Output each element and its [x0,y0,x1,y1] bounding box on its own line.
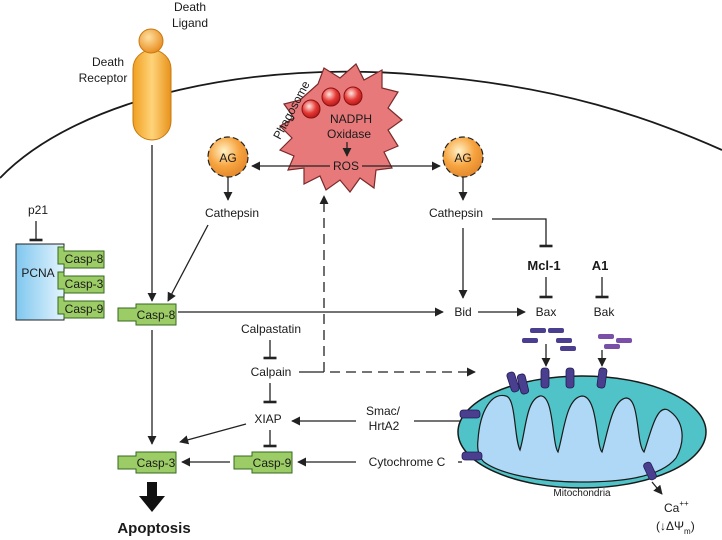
granule [343,86,363,106]
bax-label: Bax [536,305,557,319]
svg-text:Casp-9: Casp-9 [65,302,104,316]
death-receptor [132,49,172,141]
death-ligand-label-1: Death [174,0,206,14]
pcna-box [15,243,65,321]
cathepsin-left: Cathepsin [205,206,259,220]
xiap-label: XIAP [254,412,281,426]
ag-right-label: AG [454,151,471,165]
casp3-node: Casp-3 [117,451,177,474]
casp8-node: Casp-8 [117,303,177,326]
bak-oligomers [598,334,632,349]
svg-text:Casp-9: Casp-9 [253,456,292,470]
svg-text:Casp-3: Casp-3 [65,277,104,291]
pcna-label: PCNA [21,266,54,280]
phagosome [278,63,403,193]
svg-text:Casp-8: Casp-8 [65,252,104,266]
apoptosis-label: Apoptosis [117,520,190,537]
calpastatin-label: Calpastatin [241,322,301,336]
nadph-label-1: NADPH [330,112,372,126]
nadph-label-2: Oxidase [327,127,371,141]
ros-label: ROS [333,159,359,173]
bax-oligomers [522,328,576,351]
ag-left-label: AG [219,151,236,165]
cell-membrane [0,70,722,179]
death-receptor-label-2: Receptor [79,71,128,85]
svg-text:Casp-3: Casp-3 [137,456,176,470]
a1-label: A1 [592,258,609,273]
pcna-casp8: Casp-8 [57,246,105,269]
bid-label: Bid [454,305,471,319]
smac-label-1: Smac/ [366,404,401,418]
membrane-potential-label: (↓ΔΨm) [656,519,695,536]
svg-text:Casp-8: Casp-8 [137,308,176,322]
cathepsin-right: Cathepsin [429,206,483,220]
mito-channels [459,367,657,481]
pcna-casp9: Casp-9 [57,296,105,319]
mitochondria [457,375,707,489]
calpain-label: Calpain [251,365,292,379]
death-ligand [138,28,164,54]
casp9-node: Casp-9 [233,451,293,474]
mitochondria-label: Mitochondria [553,488,611,499]
smac-label-2: HrtA2 [369,419,400,433]
granule [301,99,321,119]
mcl1-label: Mcl-1 [527,258,560,273]
p21-label: p21 [28,203,48,217]
apoptosis-arrow [139,482,165,512]
granule [321,87,341,107]
cytochrome-label: Cytochrome C [369,455,446,469]
ca-label: Ca++ [664,499,689,515]
bak-label: Bak [594,305,616,319]
death-receptor-label-1: Death [92,55,124,69]
pcna-casp3: Casp-3 [57,271,105,294]
death-ligand-label-2: Ligand [172,16,208,30]
